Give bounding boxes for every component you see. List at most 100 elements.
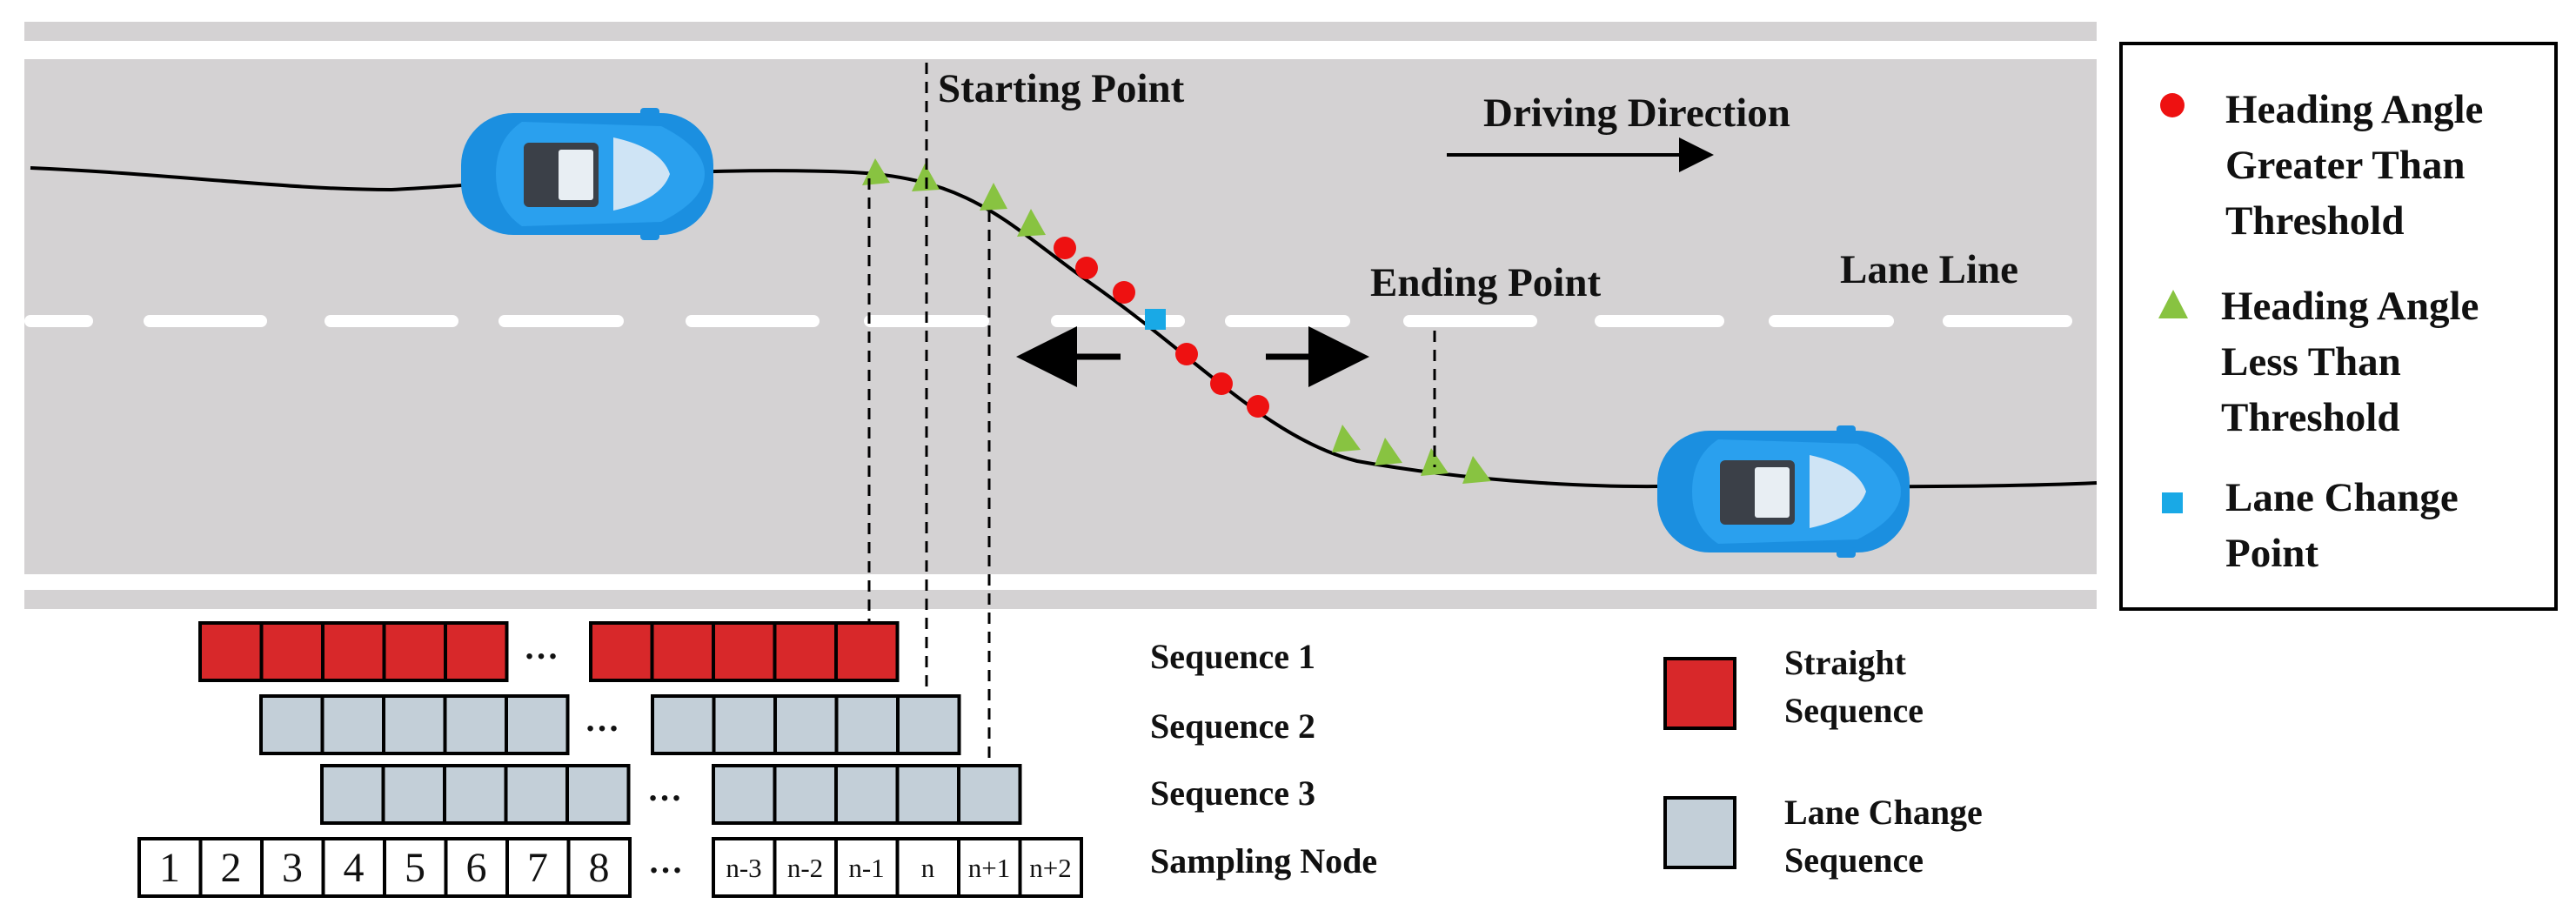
sampling-node-number: 8 <box>589 845 610 891</box>
sampling-node-cell <box>321 837 386 898</box>
heading-above-threshold-marker <box>1054 237 1076 259</box>
sampling-node-number: 4 <box>344 845 365 891</box>
sequence-1-block <box>198 621 264 682</box>
straight-sequence-swatch <box>1663 657 1736 730</box>
legend-heading-above-line-1: Heading Angle <box>2225 87 2483 132</box>
lane-change-sequence-line-2: Sequence <box>1784 840 1924 880</box>
legend-heading-below-line-3: Threshold <box>2221 395 2400 440</box>
legend-heading-below-line-2: Less Than <box>2221 339 2401 385</box>
sequence-1-block <box>382 621 447 682</box>
sequence-3-label: Sequence 3 <box>1150 773 1315 813</box>
sampling-node-cell <box>137 837 203 898</box>
sequence-2-block <box>320 694 385 755</box>
road-top-curb <box>24 22 2097 41</box>
sequence-2-block <box>712 694 777 755</box>
heading-below-threshold-marker <box>1462 456 1491 484</box>
sampling-node-cell <box>895 837 960 898</box>
heading-above-threshold-marker <box>1210 372 1233 395</box>
sampling-node-cell <box>198 837 264 898</box>
sequence-3-block <box>565 764 631 825</box>
heading-below-threshold-marker <box>1332 425 1361 452</box>
sequence-1-block <box>259 621 325 682</box>
heading-below-threshold-marker <box>1017 209 1046 237</box>
legend-red-circle-icon <box>2160 93 2185 117</box>
vehicle-end-car <box>1657 425 1910 558</box>
legend: Heading Angle Greater Than Threshold Hea… <box>2119 42 2558 611</box>
ending-point-label: Ending Point <box>1370 260 1601 305</box>
sequence-1-block <box>712 621 777 682</box>
sequence-3-ellipsis: … <box>647 769 682 808</box>
sequence-blocks <box>198 621 1022 825</box>
heading-above-threshold-marker <box>1247 395 1269 418</box>
sequence-1-block <box>321 621 386 682</box>
sequence-2-block <box>834 694 900 755</box>
sequence-2-block <box>382 694 447 755</box>
legend-lane-change-line-1: Lane Change <box>2225 475 2459 520</box>
trajectory-markers <box>862 158 1491 484</box>
lane-line-label: Lane Line <box>1840 247 2018 292</box>
sequence-3-block <box>773 764 838 825</box>
sequence-2-block <box>443 694 508 755</box>
sampling-node-number: 2 <box>221 845 242 891</box>
sequence-3-block <box>381 764 446 825</box>
legend-heading-above-line-3: Threshold <box>2225 198 2405 244</box>
sampling-node-cell <box>834 837 900 898</box>
legend-blue-square-icon <box>2162 492 2183 513</box>
sampling-node-number: 1 <box>159 845 180 891</box>
lane-change-point-marker <box>1145 309 1166 330</box>
sequence-3-block <box>443 764 508 825</box>
starting-point-label: Starting Point <box>938 66 1185 111</box>
sampling-node-number: n-3 <box>726 853 761 883</box>
sequence-1-block <box>444 621 509 682</box>
lane-change-sequence-line-1: Lane Change <box>1784 793 1983 832</box>
sequence-3-block <box>834 764 900 825</box>
legend-heading-above-line-2: Greater Than <box>2225 143 2465 188</box>
sequence-1-ellipsis: … <box>524 627 559 666</box>
sequence-2-label: Sequence 2 <box>1150 706 1315 746</box>
legend-green-triangle-icon <box>2158 290 2188 318</box>
sequence-2-block <box>505 694 570 755</box>
sampling-node-number: 7 <box>527 845 548 891</box>
sampling-node-cell <box>1018 837 1083 898</box>
sampling-node-number: n-1 <box>848 853 884 883</box>
heading-above-threshold-marker <box>1113 281 1135 304</box>
sampling-node-number: n+1 <box>968 853 1010 883</box>
sampling-node-cell <box>957 837 1022 898</box>
sequence-2-block <box>896 694 961 755</box>
heading-above-threshold-marker <box>1175 343 1198 365</box>
heading-below-threshold-marker <box>1421 448 1449 476</box>
sampling-node-number: n-2 <box>787 853 823 883</box>
sequence-1-block <box>650 621 715 682</box>
sampling-node-cell <box>712 837 777 898</box>
sequence-2-block <box>259 694 325 755</box>
sequence-1-block <box>589 621 654 682</box>
sequence-1-block <box>773 621 838 682</box>
sequence-3-block <box>504 764 569 825</box>
sequence-3-block <box>712 764 777 825</box>
sequence-2-ellipsis: … <box>585 700 619 739</box>
sampling-node-cell <box>773 837 838 898</box>
sampling-node-ellipsis: … <box>648 841 683 880</box>
heading-below-threshold-marker <box>1375 438 1402 465</box>
straight-sequence-line-1: Straight <box>1784 643 1907 682</box>
sampling-node-cell <box>444 837 509 898</box>
sampling-node-number: n+2 <box>1029 853 1071 883</box>
sampling-node-number: n <box>921 853 935 883</box>
heading-above-threshold-marker <box>1075 257 1098 279</box>
legend-heading-below-line-1: Heading Angle <box>2221 284 2479 329</box>
sampling-node-cell <box>566 837 632 898</box>
sequence-1-label: Sequence 1 <box>1150 637 1315 676</box>
vehicle-start-car <box>461 108 713 240</box>
sequence-3-block <box>957 764 1022 825</box>
sampling-node-number: 5 <box>405 845 425 891</box>
sequence-2-block <box>773 694 839 755</box>
road-bottom-curb <box>24 590 2097 609</box>
sequence-1-block <box>834 621 900 682</box>
sampling-node-cell <box>505 837 571 898</box>
legend-lane-change-line-2: Point <box>2225 531 2318 576</box>
driving-direction-label: Driving Direction <box>1483 90 1790 136</box>
lane-change-sequence-swatch <box>1663 796 1736 869</box>
